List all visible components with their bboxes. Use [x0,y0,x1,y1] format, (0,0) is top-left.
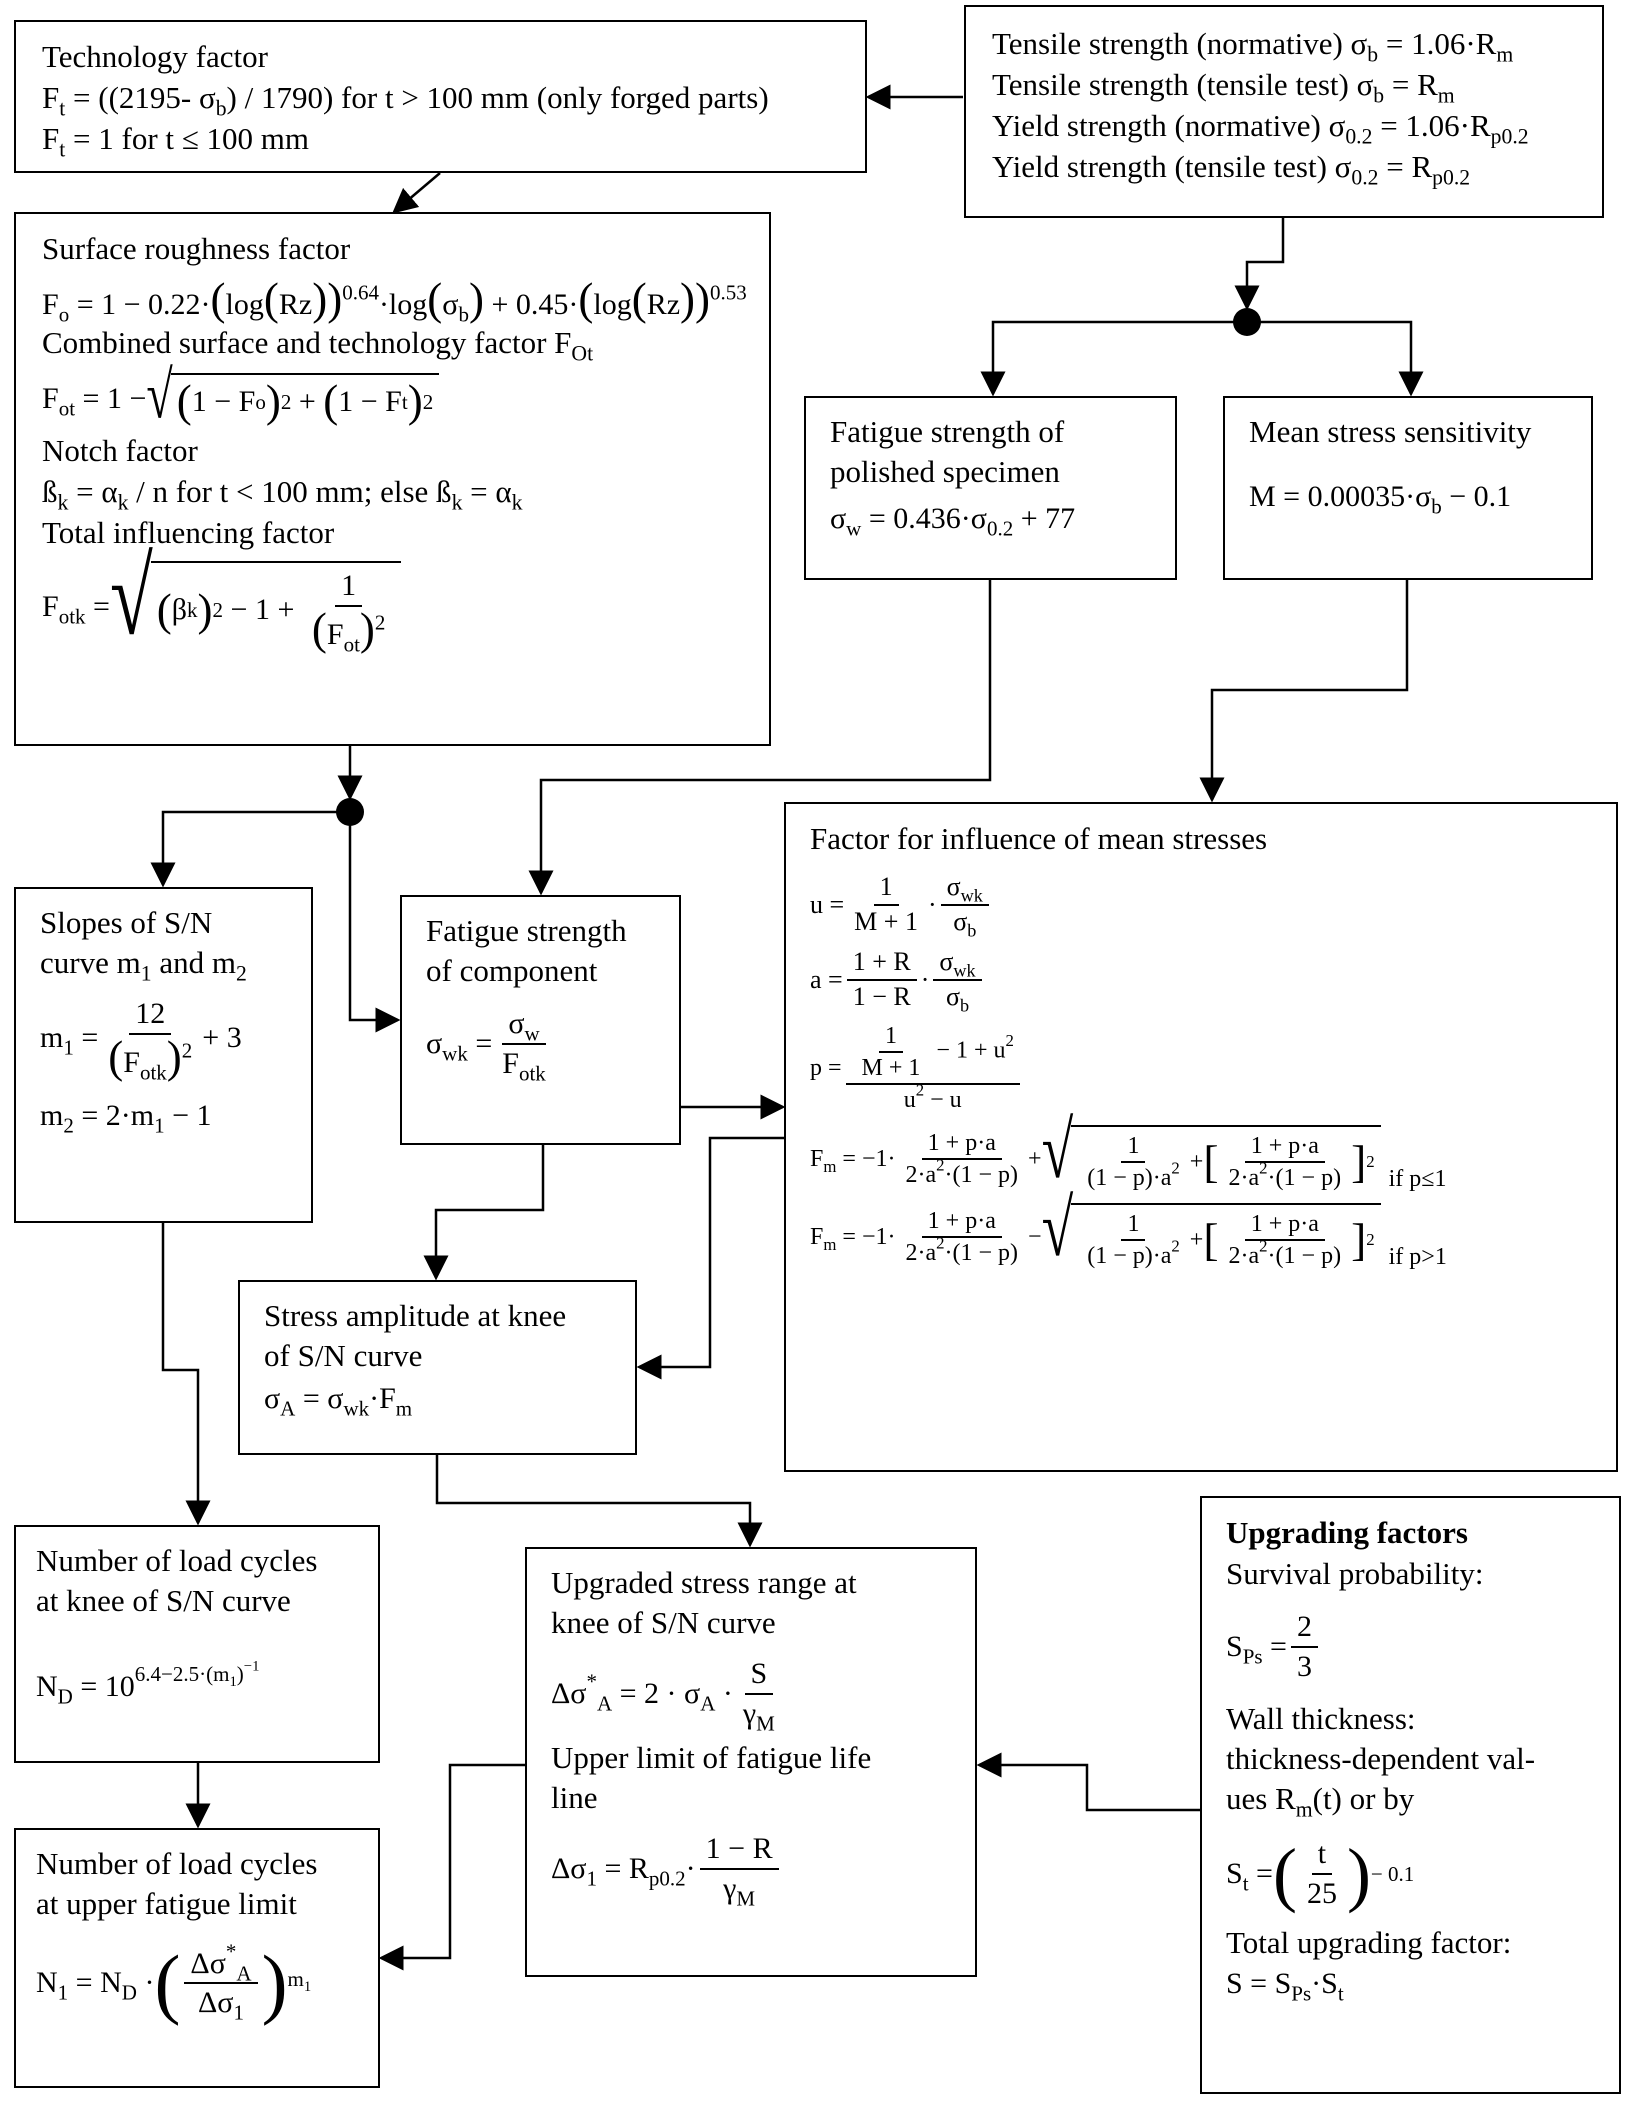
mean-stress-factor-box: Factor for influence of mean stresses u … [784,802,1618,1472]
nd-formula: ND = 106.4−2.5·(m1)−1 [36,1659,260,1709]
upper-limit-title: Upper limit of fatigue life line [551,1740,872,1815]
polished-specimen-box: Fatigue strength of polished specimen σw… [804,396,1177,580]
cycles-knee-box: Number of load cycles at knee of S/N cur… [14,1525,380,1763]
s-formula: S = SPs·St [1226,1967,1344,2006]
polished-specimen-title: Fatigue strength of polished specimen [830,414,1065,489]
slopes-sn-curve-box: Slopes of S/N curve m1 and m2 m1 = 12(Fo… [14,887,313,1223]
arrow-junction-to-slopes [150,810,350,888]
upgraded-stress-box: Upgraded stress range at knee of S/N cur… [525,1547,977,1977]
total-influencing-title: Total influencing factor [42,515,335,550]
arrow-strength-to-junction [1234,218,1285,311]
condition-p-gt-1: if p>1 [1388,1244,1447,1270]
surface-roughness-box: Surface roughness factor Fo = 1 − 0.22·(… [14,212,771,746]
arrow-mean-sensitivity-to-mean-stress [1199,580,1409,803]
yield-test-line: Yield strength (tensile test) σ0.2 = Rp0… [992,149,1471,190]
survival-probability-title: Survival probability: [1226,1556,1484,1591]
m2-formula: m2 = 2·m1 − 1 [40,1099,212,1138]
sigma-w-formula: σw = 0.436·σ0.2 + 77 [830,502,1076,541]
wall-thickness-title: Wall thickness: thickness-dependent val-… [1226,1701,1536,1822]
yield-normative-line: Yield strength (normative) σ0.2 = 1.06·R… [992,108,1529,149]
fo-formula: Fo = 1 − 0.22·(log(Rz))0.64·log(σb) + 0.… [42,274,747,327]
cycles-upper-box: Number of load cycles at upper fatigue l… [14,1828,380,2088]
arrow-amplitude-to-upgraded [435,1455,763,1548]
tensile-test-line: Tensile strength (tensile test) σb = Rm [992,67,1455,108]
m1-formula: m1 = 12(Fotk)2+ 3 [40,997,242,1084]
condition-p-le-1: if p≤1 [1388,1166,1447,1192]
sigma-a-formula: σA = σwk·Fm [264,1382,413,1421]
arrow-junction-to-mean-sensitivity [1247,320,1424,397]
junction-dot-strength [1233,308,1261,336]
upgraded-stress-title: Upgraded stress range at knee of S/N cur… [551,1565,857,1640]
cycles-upper-title: Number of load cycles at upper fatigue l… [36,1846,318,1921]
stress-amplitude-title: Stress amplitude at knee of S/N curve [264,1298,567,1373]
arrow-upgraded-to-cycles-upper [378,1763,525,1971]
junction-dot-surface [336,798,364,826]
stress-amplitude-box: Stress amplitude at knee of S/N curve σA… [238,1280,637,1455]
upgrading-factors-heading: Upgrading factors [1226,1515,1468,1550]
technology-factor-formula-thin: Ft = 1 for t ≤ 100 mm [42,121,310,162]
technology-factor-title: Technology factor [42,39,268,74]
arrow-junction-to-polished [980,320,1247,397]
arrow-component-to-amplitude [423,1145,545,1281]
combined-factor-title: Combined surface and technology factor F… [42,325,594,366]
tensile-normative-line: Tensile strength (normative) σb = 1.06·R… [992,26,1514,67]
mean-stress-factor-title: Factor for influence of mean stresses [810,821,1268,856]
upgrading-factors-box: Upgrading factors Survival probability: … [1200,1496,1621,2094]
slopes-title: Slopes of S/N curve m1 and m2 [40,905,247,986]
technology-factor-box: Technology factor Ft = ((2195- σb) / 179… [14,20,867,173]
arrow-slopes-to-cycles-knee [161,1223,211,1526]
cycles-knee-title: Number of load cycles at knee of S/N cur… [36,1543,318,1618]
mean-stress-sensitivity-title: Mean stress sensitivity [1249,414,1532,449]
surface-roughness-title: Surface roughness factor [42,231,351,266]
strength-definitions-box: Tensile strength (normative) σb = 1.06·R… [964,5,1604,218]
total-upgrading-title: Total upgrading factor: [1226,1925,1512,1960]
technology-factor-formula-forged: Ft = ((2195- σb) / 1790) for t > 100 mm … [42,80,769,121]
arrow-junction-to-component [348,812,401,1033]
arrow-technology-to-surface [392,172,441,214]
mean-stress-sensitivity-box: Mean stress sensitivity M = 0.00035·σb −… [1223,396,1593,580]
notch-factor-formula: ßk = αk / n for t < 100 mm; else ßk = αk [42,474,523,515]
m-formula: M = 0.00035·σb − 0.1 [1249,480,1512,519]
notch-factor-title: Notch factor [42,433,198,468]
arrow-upgrading-to-upgraded [976,1752,1200,1812]
component-fatigue-title: Fatigue strength of component [426,913,627,988]
arrow-mean-stress-to-amplitude [636,1136,784,1380]
